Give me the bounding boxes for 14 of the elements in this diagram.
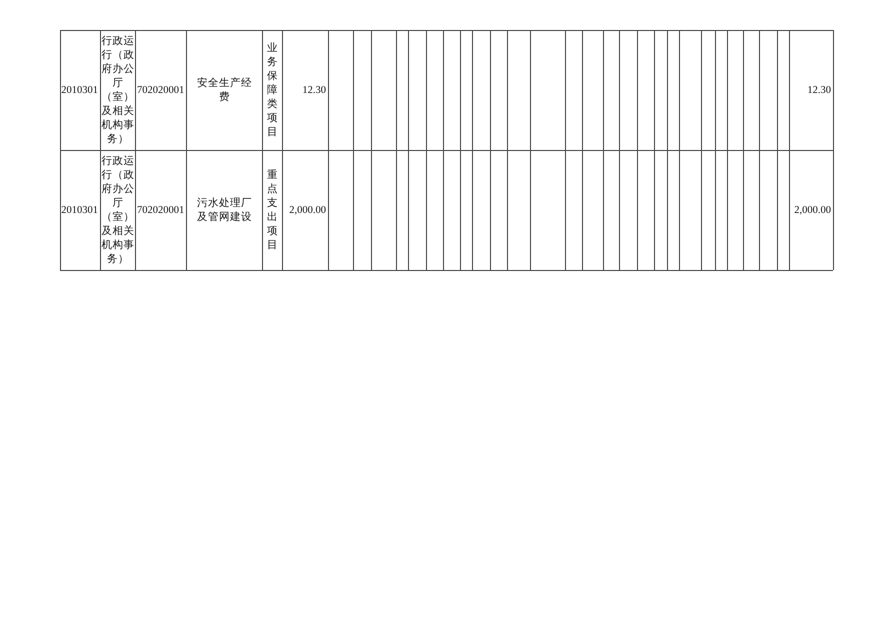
category-text: 行政运行（政府办公厅（室）及相关机构事务） (101, 34, 135, 146)
category-text: 行政运行（政府办公厅（室）及相关机构事务） (101, 154, 135, 266)
project-name: 污水处理厂及管网建设 (196, 196, 253, 224)
code-text: 2010301 (61, 204, 99, 218)
total-text: 2,000.00 (794, 204, 832, 218)
amount-text: 12.30 (302, 84, 327, 98)
code-text: 702020001 (137, 84, 184, 98)
code-text: 702020001 (137, 204, 184, 218)
project-type: 重点支出项目 (266, 168, 279, 252)
code-text: 2010301 (61, 84, 99, 98)
project-name: 安全生产经费 (196, 76, 253, 104)
total-text: 12.30 (807, 84, 832, 98)
project-type: 业务保障类项目 (266, 42, 279, 140)
amount-text: 2,000.00 (289, 204, 327, 218)
